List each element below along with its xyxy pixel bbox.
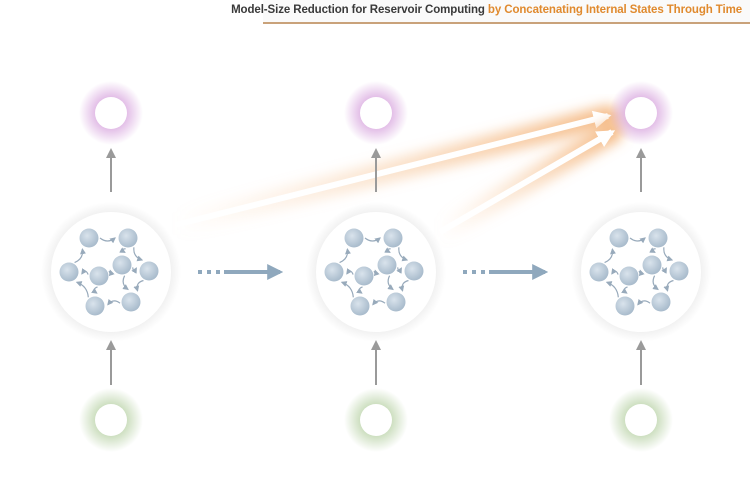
reservoir-neuron xyxy=(383,228,403,248)
reservoir-connection xyxy=(604,248,616,264)
beam-2-to-output-3 xyxy=(429,121,623,243)
reservoir-connection xyxy=(637,298,651,306)
reservoir-1 xyxy=(41,202,181,342)
reservoir-connection xyxy=(661,267,667,274)
reservoir-connection xyxy=(131,267,137,274)
reservoir-neuron xyxy=(59,262,79,282)
reservoir-neuron xyxy=(609,228,629,248)
reservoir-connection xyxy=(75,281,89,298)
reservoir-connection xyxy=(638,269,645,277)
reservoir-connection xyxy=(663,247,674,262)
input-node-3 xyxy=(609,388,673,452)
figure-title: Model-Size Reduction for Reservoir Compu… xyxy=(231,4,742,16)
reservoir-neuron xyxy=(344,228,364,248)
reservoir-neuron xyxy=(79,228,99,248)
reservoir-neuron xyxy=(89,266,109,286)
reservoir-neuron xyxy=(324,262,344,282)
reservoir-connection xyxy=(605,281,619,298)
reservoir-neuron xyxy=(118,228,138,248)
reservoir-connection xyxy=(663,279,674,292)
reservoir-connection xyxy=(611,268,619,275)
reservoir-neuron xyxy=(589,262,609,282)
reservoir-connection xyxy=(122,275,129,291)
reservoir-connection xyxy=(91,286,98,294)
reservoir-neuron xyxy=(354,266,374,286)
reservoir-connection xyxy=(387,275,394,291)
reservoir-connection xyxy=(133,279,144,292)
reservoir-connection xyxy=(133,247,144,262)
reservoir-connection xyxy=(107,298,121,306)
reservoir-connection xyxy=(364,237,381,244)
reservoir-neuron xyxy=(615,296,635,316)
input-node-1 xyxy=(79,388,143,452)
reservoir-neuron xyxy=(642,255,662,275)
reservoir-connection xyxy=(99,237,116,244)
reservoir-connection xyxy=(649,247,656,253)
reservoir-connection xyxy=(81,268,89,275)
reservoir-2 xyxy=(306,202,446,342)
input-node-2 xyxy=(344,388,408,452)
reservoir-connection xyxy=(384,247,391,253)
reservoir-neuron xyxy=(619,266,639,286)
reservoir-neuron xyxy=(651,292,671,312)
reservoir-connection xyxy=(119,247,126,253)
reservoir-neuron xyxy=(669,261,689,281)
reservoir-neuron xyxy=(377,255,397,275)
output-node-2 xyxy=(344,81,408,145)
reservoir-connection xyxy=(398,279,409,292)
reservoir-neuron xyxy=(112,255,132,275)
reservoir-connection xyxy=(74,248,86,264)
reservoir-connection xyxy=(346,268,354,275)
concatenation-beams xyxy=(164,105,623,243)
beam-1-to-output-3 xyxy=(164,105,619,236)
reservoir-neuron xyxy=(648,228,668,248)
reservoir-connection xyxy=(372,298,386,306)
reservoir-connection xyxy=(373,269,380,277)
reservoir-connection xyxy=(340,281,354,298)
reservoir-neuron xyxy=(404,261,424,281)
output-node-1 xyxy=(79,81,143,145)
reservoir-connection xyxy=(396,267,402,274)
reservoir-3 xyxy=(571,202,711,342)
reservoir-neuron xyxy=(85,296,105,316)
reservoir-connection xyxy=(339,248,351,264)
title-banner: Model-Size Reduction for Reservoir Compu… xyxy=(231,0,750,24)
reservoir-connection xyxy=(652,275,659,291)
reservoir-connection xyxy=(356,286,363,294)
reservoir-neuron xyxy=(386,292,406,312)
reservoir-neuron xyxy=(139,261,159,281)
reservoir-connection xyxy=(629,237,646,244)
output-node-3 xyxy=(609,81,673,145)
reservoir-neuron xyxy=(350,296,370,316)
title-main: Model-Size Reduction for Reservoir Compu… xyxy=(231,4,485,16)
reservoir-connection xyxy=(398,247,409,262)
reservoir-connection xyxy=(621,286,628,294)
reservoir-connection xyxy=(108,269,115,277)
title-accent: by Concatenating Internal States Through… xyxy=(487,4,742,16)
reservoir-neuron xyxy=(121,292,141,312)
